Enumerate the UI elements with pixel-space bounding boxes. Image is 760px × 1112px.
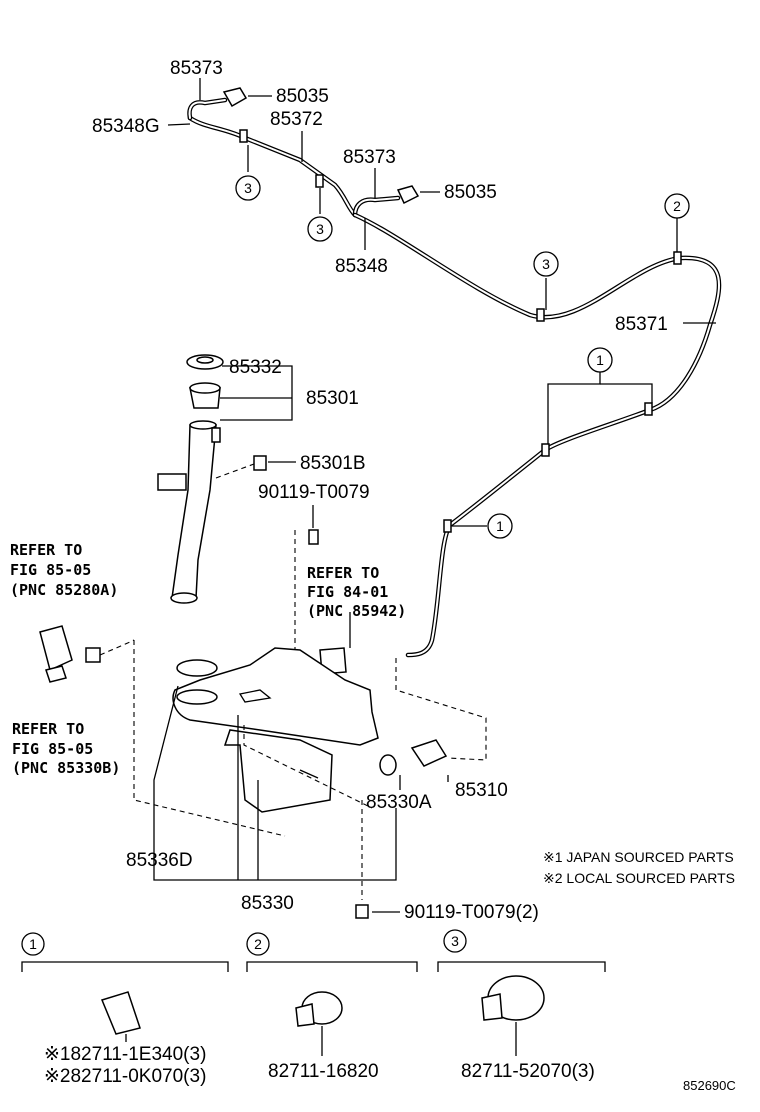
- filler-neck: [157, 420, 221, 604]
- callout-3-c: 3: [533, 251, 559, 277]
- hose-clip: [239, 129, 682, 533]
- clamp-82711-52070: 82711-52070(3): [461, 1061, 595, 1082]
- svg-text:2: 2: [673, 198, 681, 214]
- clamp-group-1: 1: [21, 932, 229, 1042]
- hose-85371: [352, 212, 722, 658]
- clamp-82711-1E340: ※182711-1E340(3): [44, 1044, 206, 1065]
- label-85330A: 85330A: [366, 792, 432, 813]
- refer-to-85330B: REFER TO FIG 85-05 (PNC 85330B): [12, 720, 120, 777]
- level-sensor: [319, 612, 351, 675]
- note-japan-sourced: ※1 JAPAN SOURCED PARTS: [543, 849, 734, 865]
- svg-text:(PNC 85330B): (PNC 85330B): [12, 759, 120, 777]
- leader-lines: [167, 78, 716, 527]
- label-85330: 85330: [241, 893, 294, 914]
- label-85373-top: 85373: [170, 58, 223, 79]
- label-85035-mid: 85035: [444, 182, 497, 203]
- svg-text:2: 2: [254, 936, 262, 952]
- clamp-82711-0K070: ※282711-0K070(3): [44, 1066, 206, 1087]
- clamp-group-3: 3: [437, 929, 606, 1056]
- svg-text:3: 3: [451, 933, 459, 949]
- hose-85373-top: [187, 97, 228, 121]
- filler-leaders: [215, 365, 296, 479]
- label-85301B: 85301B: [300, 453, 366, 474]
- bolt-90119-b: [355, 904, 400, 919]
- svg-text:(PNC 85942): (PNC 85942): [307, 602, 406, 620]
- cap-85301: [189, 382, 221, 409]
- pump-85310: [410, 739, 448, 767]
- svg-text:1: 1: [596, 352, 604, 368]
- figure-id: 852690C: [683, 1078, 736, 1093]
- callout-2: 2: [664, 193, 690, 219]
- nozzle-85035-top: [222, 87, 248, 108]
- svg-text:REFER TO: REFER TO: [307, 564, 379, 582]
- bolt-90119-a: [294, 505, 319, 660]
- label-85301: 85301: [306, 388, 359, 409]
- cap-85332: [186, 354, 224, 370]
- label-85336D: 85336D: [126, 850, 193, 871]
- washer-tank-85330: [172, 647, 379, 813]
- label-90119-b: 90119-T0079(2): [404, 902, 539, 923]
- svg-text:1: 1: [29, 936, 37, 952]
- svg-text:(PNC 85280A): (PNC 85280A): [10, 581, 118, 599]
- label-85373-mid: 85373: [343, 147, 396, 168]
- callout-1-a: 1: [587, 347, 613, 373]
- label-85035-top: 85035: [276, 86, 329, 107]
- label-85371: 85371: [615, 314, 668, 335]
- clamp-82711-16820: 82711-16820: [268, 1061, 379, 1082]
- refer-to-85942: REFER TO FIG 84-01 (PNC 85942): [307, 564, 406, 620]
- label-90119-a: 90119-T0079: [258, 482, 370, 503]
- svg-text:REFER TO: REFER TO: [12, 720, 84, 738]
- callout-1-b: 1: [487, 513, 513, 539]
- svg-text:FIG 84-01: FIG 84-01: [307, 583, 388, 601]
- assembly-dashed: [243, 658, 487, 900]
- callout-3-b: 3: [307, 216, 333, 242]
- label-85332: 85332: [229, 357, 282, 378]
- note-local-sourced: ※2 LOCAL SOURCED PARTS: [543, 870, 735, 886]
- hose-85372: [187, 115, 358, 218]
- label-85310: 85310: [455, 780, 508, 801]
- tank-leaders: [153, 685, 449, 881]
- label-85348G: 85348G: [92, 116, 160, 137]
- clamp-group-2: 2: [246, 932, 418, 1056]
- bolt-85301B: [253, 455, 267, 471]
- label-85372: 85372: [270, 109, 323, 130]
- washer-pump: [39, 625, 286, 837]
- refer-to-85280A: REFER TO FIG 85-05 (PNC 85280A): [10, 541, 118, 599]
- svg-text:3: 3: [244, 180, 252, 196]
- svg-text:1: 1: [496, 518, 504, 534]
- svg-text:FIG 85-05: FIG 85-05: [12, 740, 93, 758]
- svg-text:FIG 85-05: FIG 85-05: [10, 561, 91, 579]
- svg-text:3: 3: [542, 256, 550, 272]
- hose-85373-mid: [352, 195, 401, 218]
- nozzle-85035-mid: [396, 185, 420, 205]
- svg-text:3: 3: [316, 221, 324, 237]
- callout-3-a: 3: [235, 175, 261, 201]
- grommet-85330A: [379, 754, 397, 776]
- label-85348: 85348: [335, 256, 388, 277]
- svg-text:REFER TO: REFER TO: [10, 541, 82, 559]
